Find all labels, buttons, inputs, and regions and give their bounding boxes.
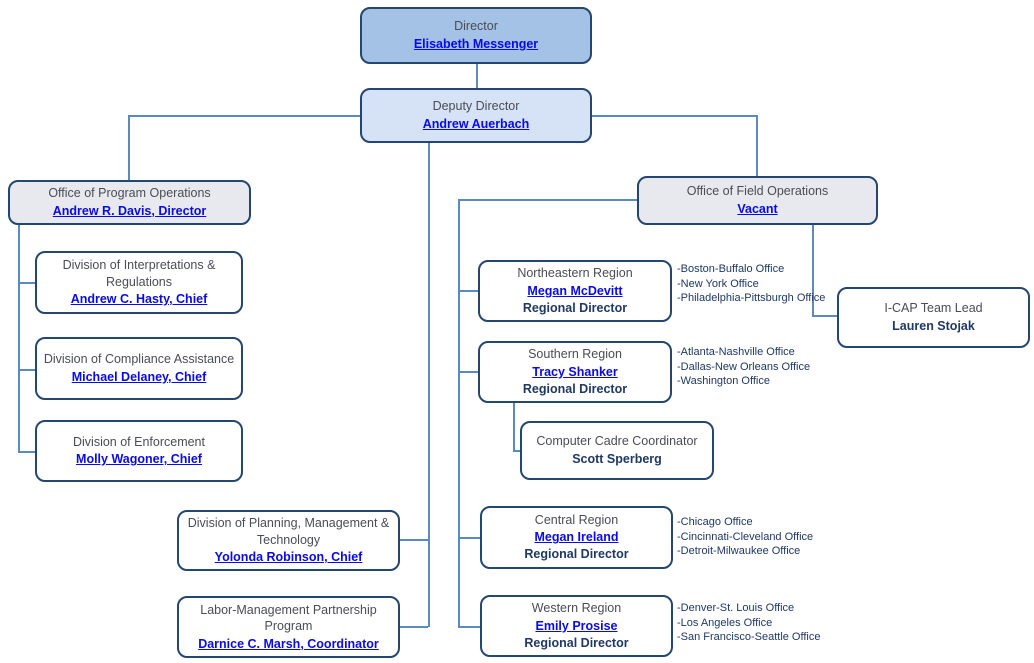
org-box-office-program-operations: Office of Program Operations Andrew R. D… (8, 180, 251, 225)
box-title: Office of Program Operations (48, 186, 211, 201)
box-title: Division of Enforcement (72, 434, 205, 449)
person-link[interactable]: Andrew C. Hasty, Chief (70, 292, 208, 306)
connector-deputy-programops (128, 115, 360, 117)
person-name: Scott Sperberg (572, 451, 662, 466)
box-role: Regional Director (522, 300, 628, 315)
person-link[interactable]: Emily Prosise (535, 618, 618, 633)
office-item: -Dallas-New Orleans Office (677, 360, 811, 373)
office-item: -Boston-Buffalo Office (677, 263, 785, 275)
person-link[interactable]: Molly Wagoner, Chief (76, 452, 202, 467)
person-link[interactable]: Yolonda Robinson, Chief (214, 550, 363, 564)
person-link[interactable]: Vacant (737, 201, 778, 216)
box-title: Northeastern Region (517, 266, 633, 281)
org-box-division-compliance: Division of Compliance Assistance Michae… (35, 337, 243, 400)
connector-deputy-spine (428, 143, 430, 627)
box-title: Deputy Director (432, 99, 520, 114)
box-title: Division of Interpretations & Regulation… (62, 258, 216, 289)
box-title: Computer Cadre Coordinator (536, 434, 698, 449)
box-title: Western Region (531, 601, 622, 616)
connector-compliance (18, 369, 35, 371)
office-list-western: -Denver-St. Louis Office -Los Angeles Of… (677, 601, 849, 645)
connector-fieldops-regions (458, 199, 637, 201)
box-title: Southern Region (528, 347, 622, 362)
office-item: -Washington Office (677, 375, 770, 387)
org-box-northeastern-region: Northeastern Region Megan McDevitt Regio… (478, 260, 672, 322)
connector-planning (400, 539, 428, 541)
person-link[interactable]: Megan Ireland (534, 530, 619, 545)
connector-programops-spine (18, 225, 20, 452)
box-title: Division of Planning, Management & Techn… (187, 516, 390, 547)
org-box-deputy-director: Deputy Director Andrew Auerbach (360, 88, 592, 143)
connector-northeastern (458, 290, 478, 292)
box-role: Regional Director (524, 635, 629, 650)
box-title: Office of Field Operations (686, 184, 829, 199)
box-title: Director (454, 19, 498, 34)
office-item: -Los Angeles Office (677, 616, 773, 629)
org-box-division-planning: Division of Planning, Management & Techn… (177, 510, 400, 571)
box-role: Regional Director (522, 381, 628, 396)
office-item: -Detroit-Milwaukee Office (677, 545, 801, 557)
connector-western (458, 626, 480, 628)
org-box-labor-management-program: Labor-Management Partnership Program Dar… (177, 596, 400, 658)
person-link[interactable]: Andrew Auerbach (422, 116, 530, 131)
org-box-southern-region: Southern Region Tracy Shanker Regional D… (478, 341, 672, 403)
office-item: -Cincinnati-Cleveland Office (677, 530, 814, 543)
office-item: -New York Office (677, 277, 759, 290)
org-box-division-interpretations: Division of Interpretations & Regulation… (35, 251, 243, 314)
box-role: Regional Director (524, 547, 629, 562)
office-item: -San Francisco-Seattle Office (677, 631, 821, 643)
box-title: Central Region (534, 512, 619, 527)
connector-interpretations (18, 282, 35, 284)
org-box-director: Director Elisabeth Messenger (360, 7, 592, 64)
connector-central (458, 537, 480, 539)
connector-regions-spine (458, 199, 460, 627)
office-item: -Chicago Office (677, 516, 753, 528)
person-name: Lauren Stojak (892, 318, 975, 333)
connector-fieldops-icap (812, 315, 837, 317)
connector-director-deputy (476, 64, 478, 89)
connector-enforcement (18, 451, 35, 453)
connector-deputy-fieldops (756, 115, 758, 176)
person-link[interactable]: Tracy Shanker (532, 364, 618, 379)
org-box-western-region: Western Region Emily Prosise Regional Di… (480, 595, 673, 657)
box-title: Division of Compliance Assistance (43, 352, 235, 367)
person-link[interactable]: Andrew R. Davis, Director (52, 203, 207, 218)
org-box-central-region: Central Region Megan Ireland Regional Di… (480, 506, 673, 569)
connector-deputy-fieldops (592, 115, 757, 117)
org-box-computer-cadre-coordinator: Computer Cadre Coordinator Scott Sperber… (520, 421, 714, 480)
connector-southern-cadre (513, 450, 521, 452)
org-box-division-enforcement: Division of Enforcement Molly Wagoner, C… (35, 420, 243, 482)
office-item: -Atlanta-Nashville Office (677, 346, 795, 358)
org-box-office-field-operations: Office of Field Operations Vacant (637, 176, 878, 225)
org-box-icap-team-lead: I-CAP Team Lead Lauren Stojak (837, 287, 1030, 348)
connector-southern-cadre (513, 403, 515, 451)
person-link[interactable]: Elisabeth Messenger (413, 36, 539, 51)
office-item: -Denver-St. Louis Office (677, 602, 795, 614)
office-list-southern: -Atlanta-Nashville Office -Dallas-New Or… (677, 345, 845, 389)
connector-deputy-programops (128, 115, 130, 181)
box-title: Labor-Management Partnership Program (200, 602, 377, 634)
box-title: I-CAP Team Lead (884, 301, 983, 316)
connector-southern (458, 371, 478, 373)
office-item: -Philadelphia-Pittsburgh Office (677, 292, 826, 304)
office-list-central: -Chicago Office -Cincinnati-Cleveland Of… (677, 515, 849, 559)
connector-fieldops-icap (812, 225, 814, 316)
person-link[interactable]: Megan McDevitt (527, 283, 623, 298)
person-link[interactable]: Michael Delaney, Chief (71, 369, 207, 384)
office-list-northeastern: -Boston-Buffalo Office -New York Office … (677, 262, 827, 306)
person-link[interactable]: Darnice C. Marsh, Coordinator (198, 636, 379, 651)
connector-labor (400, 626, 428, 628)
